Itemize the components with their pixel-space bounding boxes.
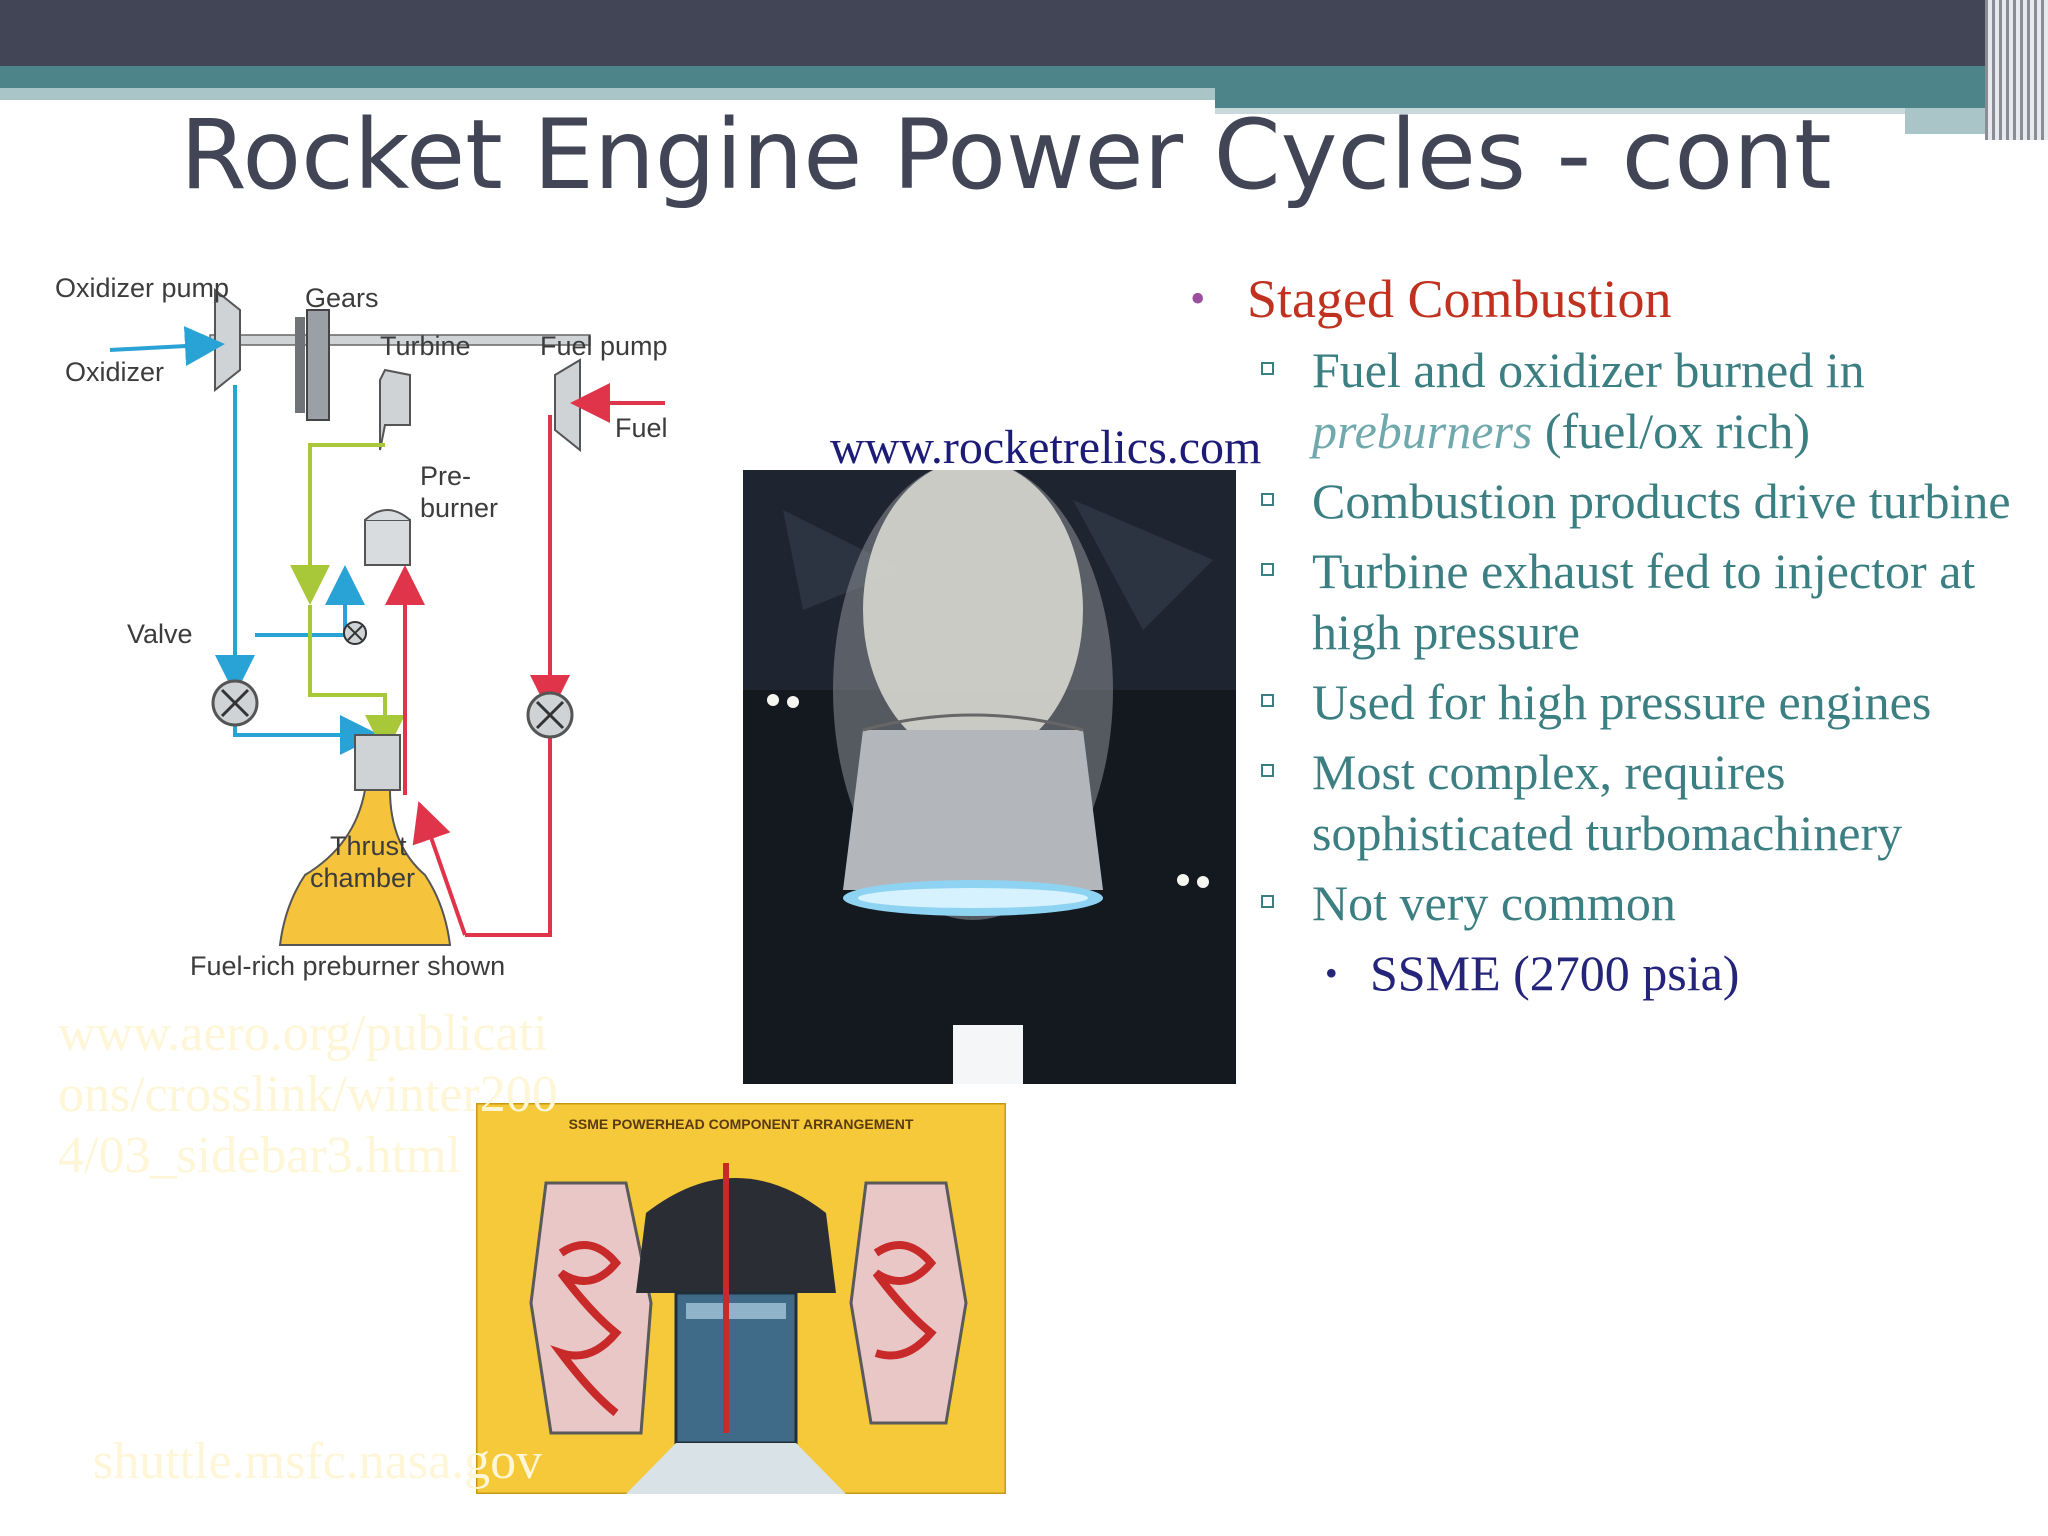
ssme-powerhead-illustration: SSME POWERHEAD COMPONENT ARRANGEMENT: [474, 1101, 1008, 1496]
photo-credit-rocketrelics: www.rocketrelics.com: [830, 421, 1262, 474]
label-valve: Valve: [127, 619, 193, 649]
diagram-caption: Fuel-rich preburner shown: [190, 951, 505, 981]
accent-block-right: [1905, 108, 2000, 134]
sub-bullet-exhaust: Turbine exhaust fed to injector at high …: [1185, 541, 2035, 663]
label-gears: Gears: [305, 283, 379, 313]
thrust-chamber-shape: [278, 789, 452, 946]
label-preburner-1: Pre-: [420, 461, 471, 491]
injector-shape: [354, 734, 401, 791]
label-thrust-1: Thrust: [330, 831, 407, 861]
sub-bullet-high-pressure: Used for high pressure engines: [1185, 672, 2035, 733]
label-turbine: Turbine: [380, 331, 471, 361]
gears-teeth: [295, 317, 305, 413]
accent-band-right: [1215, 66, 2000, 108]
label-fuel: Fuel: [615, 413, 668, 443]
square-bullet-icon: [1261, 362, 1274, 375]
sub-bullet-turbine: Combustion products drive turbine: [1185, 471, 2035, 532]
sub-bullet-preburners: Fuel and oxidizer burned in preburners (…: [1185, 340, 2035, 462]
bullet-dot-icon: •: [1190, 274, 1206, 323]
square-bullet-icon: [1261, 764, 1274, 777]
slide-title: Rocket Engine Power Cycles - cont: [180, 99, 1832, 211]
label-oxidizer: Oxidizer: [65, 357, 164, 387]
gears-shape: [306, 309, 330, 421]
fuel-pump-shape: [554, 358, 581, 453]
label-thrust-2: chamber: [310, 863, 415, 893]
label-preburner-2: burner: [420, 493, 498, 523]
preburners-term: preburners: [1312, 403, 1533, 459]
illustration-credit-nasa: shuttle.msfc.nasa.gov: [93, 1433, 543, 1490]
diagram-credit-aero: www.aero.org/publications/crosslink/wint…: [58, 1005, 558, 1184]
square-bullet-icon: [1261, 895, 1274, 908]
square-bullet-icon: [1261, 493, 1274, 506]
accent-band: [0, 66, 1215, 88]
bullet-list: • Staged Combustion Fuel and oxidizer bu…: [1185, 268, 2035, 1004]
corner-stripes: [1985, 0, 2048, 140]
engine-test-photo: [743, 470, 1236, 1084]
accent-band-light: [0, 88, 1215, 100]
oxidizer-pump-shape: [214, 287, 241, 393]
accent-line-right: [1215, 108, 1905, 114]
preburner-shape: [364, 519, 411, 566]
turbine-shape: [379, 368, 411, 451]
sub-sub-bullet-ssme: • SSME (2700 psia): [1185, 943, 2035, 1004]
square-bullet-icon: [1261, 563, 1274, 576]
header-bar: [0, 0, 2048, 66]
sub-bullet-complex: Most complex, requires sophisticated tur…: [1185, 742, 2035, 864]
bullet-staged-combustion: • Staged Combustion: [1190, 269, 1672, 329]
square-bullet-icon: [1261, 694, 1274, 707]
label-oxidizer-pump: Oxidizer pump: [55, 273, 229, 303]
staged-combustion-diagram: Oxidizer pump Gears Turbine Fuel pump Ox…: [55, 273, 668, 981]
sub-bullet-not-common: Not very common: [1185, 873, 2035, 934]
ssme-header: SSME POWERHEAD COMPONENT ARRANGEMENT: [569, 1116, 914, 1132]
bullet-dot-icon: •: [1325, 953, 1338, 993]
label-fuel-pump: Fuel pump: [540, 331, 668, 361]
